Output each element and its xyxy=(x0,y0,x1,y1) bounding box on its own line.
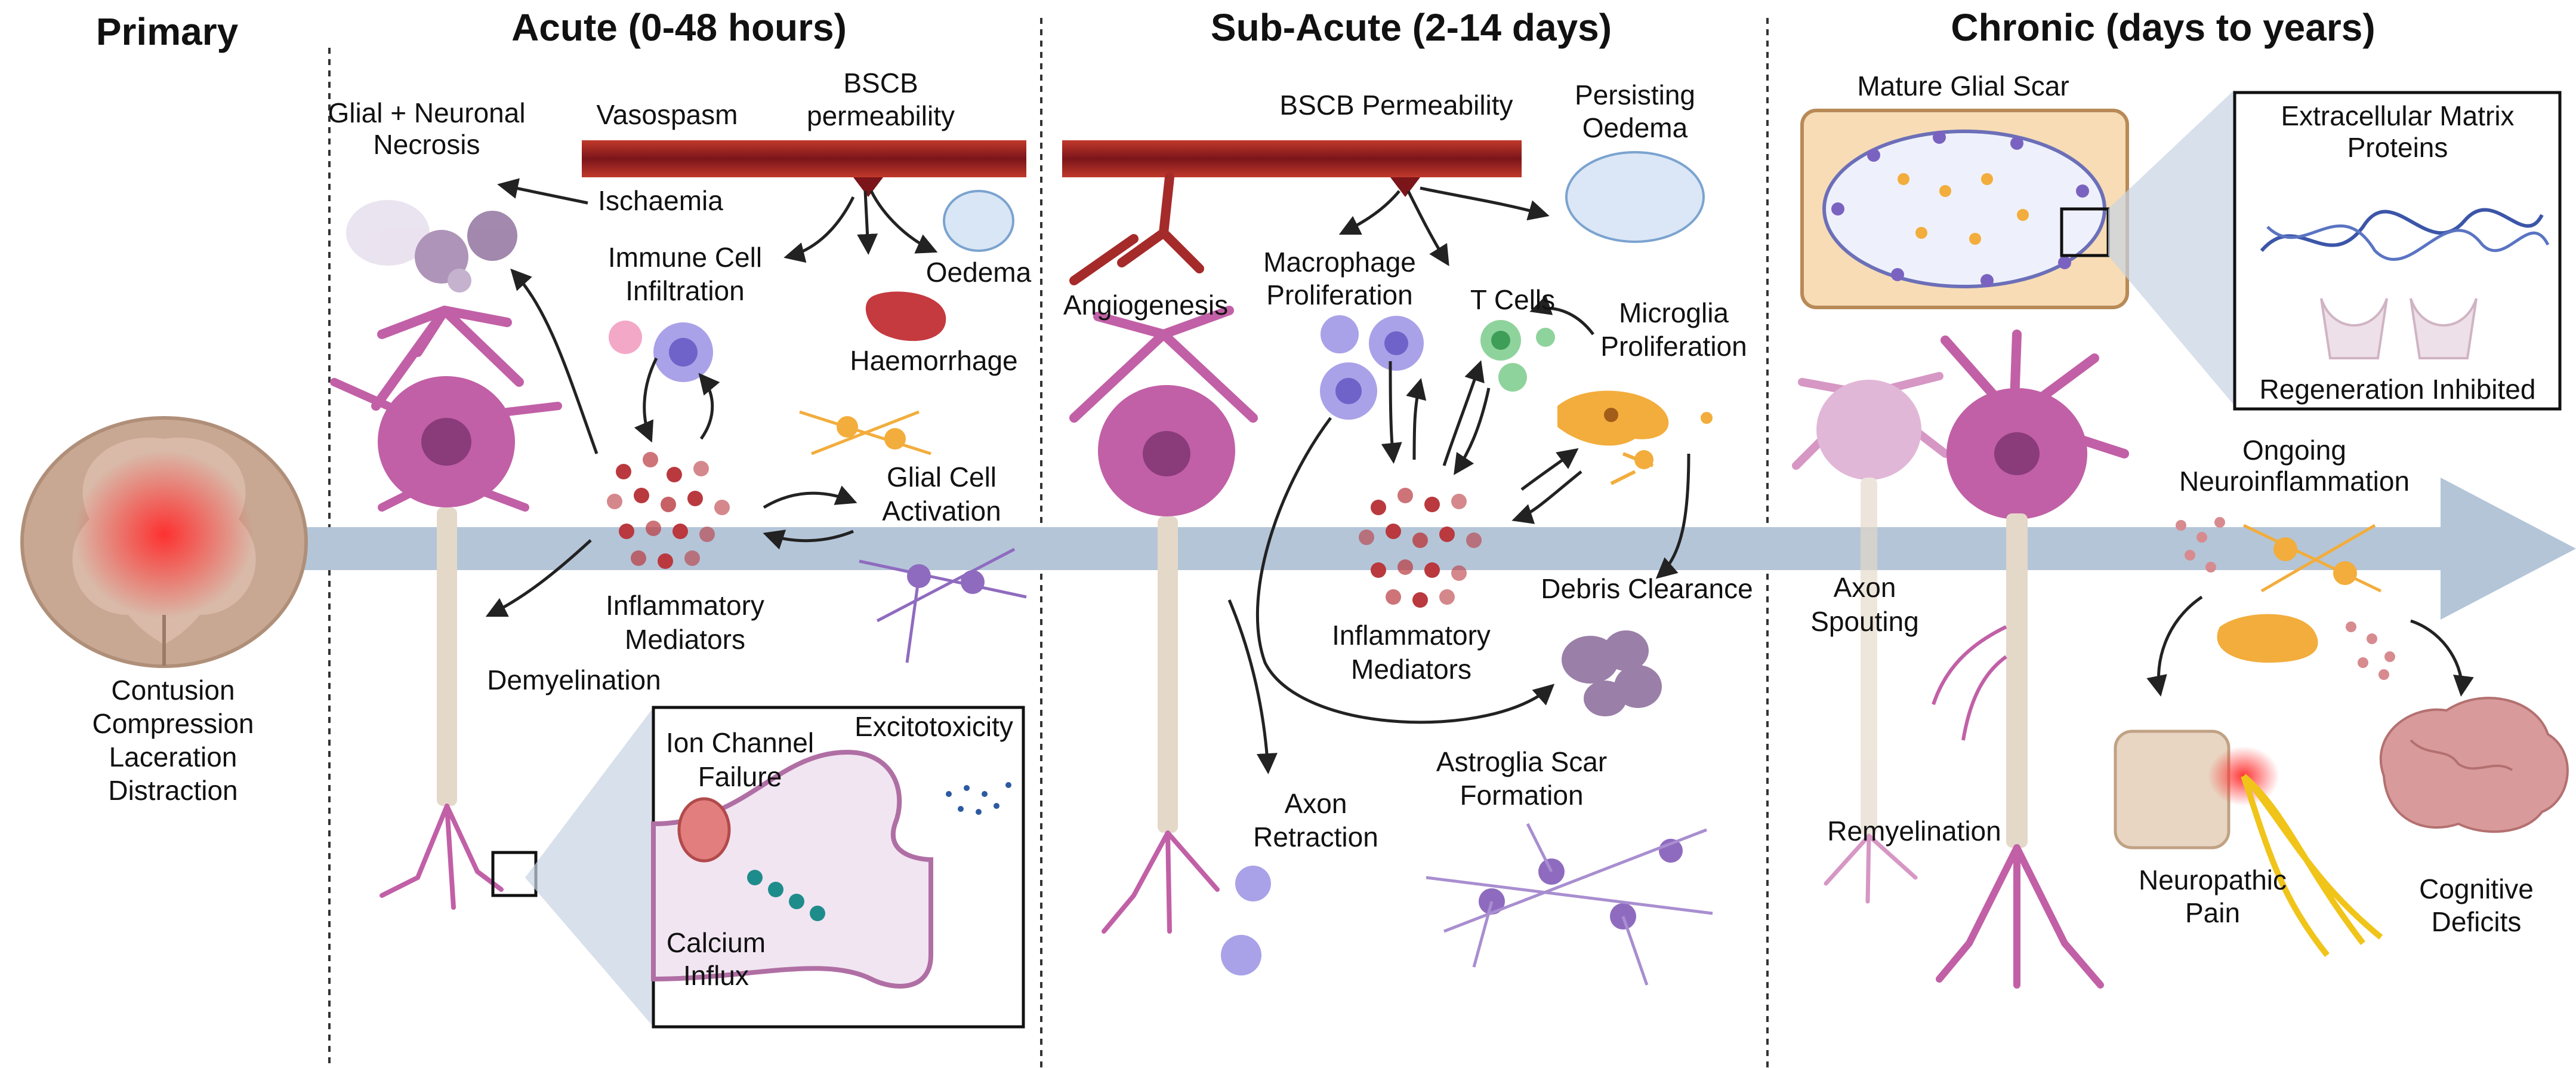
injury-mechanism-laceration: Laceration xyxy=(109,741,237,772)
t-cells xyxy=(1480,320,1555,392)
label-extracellular-matrix-2: Proteins xyxy=(2347,132,2448,163)
label-ongoing-neuroinflammation-1: Ongoing xyxy=(2242,435,2346,466)
label-t-cells: T Cells xyxy=(1470,284,1555,315)
header-acute: Acute (0-48 hours) xyxy=(511,6,847,49)
subacute-arrows xyxy=(1227,186,1690,774)
synapse-inset xyxy=(525,706,1025,1029)
label-axon-spouting-2: Spouting xyxy=(1810,606,1919,637)
label-ongoing-neuroinflammation-2: Neuroinflammation xyxy=(2179,466,2410,497)
subacute-blood-vessel xyxy=(1062,140,1522,197)
label-extracellular-matrix-1: Extracellular Matrix xyxy=(2281,100,2514,131)
header-chronic: Chronic (days to years) xyxy=(1951,6,2375,49)
label-calcium-influx-2: Influx xyxy=(683,960,749,991)
label-glial-cell-activation-1: Glial Cell xyxy=(887,461,997,493)
label-immune-cell-infiltration-1: Immune Cell xyxy=(608,242,762,273)
label-neuropathic-pain-1: Neuropathic xyxy=(2139,864,2287,895)
persisting-oedema-shape xyxy=(1565,151,1705,243)
label-immune-cell-infiltration-2: Infiltration xyxy=(625,275,744,306)
spinal-segment-pain xyxy=(2114,730,2383,958)
label-subacute-inflammatory-mediators-2: Mediators xyxy=(1351,654,1471,685)
extracellular-matrix-inset xyxy=(2233,91,2562,411)
label-macrophage-proliferation-2: Proliferation xyxy=(1266,279,1412,310)
ecm-zoom-wedge xyxy=(2108,90,2235,406)
label-demyelination: Demyelination xyxy=(487,664,661,695)
brain-illustration xyxy=(2379,697,2569,833)
label-regeneration-inhibited: Regeneration Inhibited xyxy=(2260,374,2536,405)
label-cognitive-deficits-1: Cognitive xyxy=(2419,873,2534,904)
chronic-arrows xyxy=(2146,595,2474,697)
label-ischaemia: Ischaemia xyxy=(598,185,723,216)
label-axon-retraction-2: Retraction xyxy=(1253,821,1378,852)
label-glial-neuronal-necrosis-1: Glial + Neuronal xyxy=(328,97,525,128)
astroglia-scar-cells xyxy=(1426,823,1713,986)
label-subacute-inflammatory-mediators-1: Inflammatory xyxy=(1332,620,1491,651)
label-acute-inflammatory-mediators-2: Mediators xyxy=(625,624,745,655)
acute-activated-glia xyxy=(799,410,1027,663)
acute-neuron xyxy=(330,306,562,910)
acute-oedema-shape xyxy=(943,190,1014,252)
label-axon-retraction-1: Axon xyxy=(1285,788,1347,819)
label-persisting-oedema-2: Oedema xyxy=(1582,112,1688,143)
microglia-cells xyxy=(1557,390,1713,485)
label-haemorrhage: Haemorrhage xyxy=(850,345,1017,376)
label-astroglia-scar-formation-1: Astroglia Scar xyxy=(1436,746,1607,777)
label-acute-inflammatory-mediators-1: Inflammatory xyxy=(606,590,764,621)
label-astroglia-scar-formation-2: Formation xyxy=(1460,780,1583,811)
label-microglia-proliferation-2: Proliferation xyxy=(1600,331,1747,362)
subacute-neuron xyxy=(1069,306,1258,934)
mature-glial-scar-box xyxy=(1800,109,2129,309)
label-cognitive-deficits-2: Deficits xyxy=(2432,906,2522,937)
label-neuropathic-pain-2: Pain xyxy=(2185,897,2240,928)
label-ion-channel-failure-2: Failure xyxy=(698,761,782,792)
acute-haemorrhage-shape xyxy=(865,291,946,341)
header-primary: Primary xyxy=(96,10,239,53)
acute-immune-cells xyxy=(609,321,713,382)
injury-mechanism-contusion: Contusion xyxy=(111,675,235,706)
macrophages xyxy=(1221,315,1424,975)
label-macrophage-proliferation-1: Macrophage xyxy=(1263,247,1416,278)
label-remyelination: Remyelination xyxy=(1827,815,2001,847)
chronic-neuron-faded xyxy=(1792,372,1949,904)
label-glial-cell-activation-2: Activation xyxy=(882,495,1001,527)
label-microglia-proliferation-1: Microglia xyxy=(1619,297,1729,328)
label-excitotoxicity: Excitotoxicity xyxy=(854,711,1013,742)
label-angiogenesis: Angiogenesis xyxy=(1063,290,1228,321)
label-bscb-permeability-1: BSCB xyxy=(843,67,918,99)
subacute-inflammatory-mediator-cluster xyxy=(1359,488,1482,608)
spinal-cord-cross-section xyxy=(20,416,308,668)
necrotic-glial-neuron-cells xyxy=(346,200,517,293)
acute-arrows xyxy=(485,178,938,617)
injury-mechanism-compression: Compression xyxy=(92,708,254,739)
debris-cells xyxy=(1562,630,1662,716)
header-subacute: Sub-Acute (2-14 days) xyxy=(1211,6,1612,49)
ongoing-neuroinflammation-cells xyxy=(2176,517,2395,680)
label-subacute-bscb-permeability: BSCB Permeability xyxy=(1279,90,1513,121)
label-vasospasm: Vasospasm xyxy=(597,99,738,130)
label-persisting-oedema-1: Persisting xyxy=(1575,79,1695,110)
label-bscb-permeability-2: permeability xyxy=(807,100,955,131)
label-debris-clearance: Debris Clearance xyxy=(1541,573,1753,604)
acute-blood-vessel xyxy=(582,140,1026,197)
label-calcium-influx-1: Calcium xyxy=(667,927,766,958)
angiogenesis-vessels xyxy=(1069,173,1204,285)
label-ion-channel-failure-1: Ion Channel xyxy=(666,727,814,758)
label-oedema: Oedema xyxy=(926,257,1032,288)
label-mature-glial-scar: Mature Glial Scar xyxy=(1857,70,2069,101)
label-axon-spouting-1: Axon xyxy=(1834,572,1896,603)
acute-inflammatory-mediator-cluster xyxy=(607,452,730,569)
chronic-neuron xyxy=(1932,330,2129,989)
label-glial-neuronal-necrosis-2: Necrosis xyxy=(374,129,480,160)
injury-mechanism-distraction: Distraction xyxy=(108,775,237,806)
